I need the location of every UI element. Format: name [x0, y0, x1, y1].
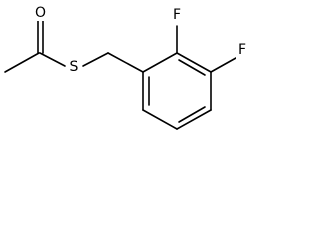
oxygen-label: O	[35, 5, 46, 21]
ring-bond-c1-c2	[142, 52, 178, 73]
bond-methylene-ring	[107, 52, 144, 73]
sulfur-label: S	[70, 59, 79, 75]
fluorine-top-label: F	[173, 7, 181, 23]
bond-sulfur-methylene	[82, 52, 109, 67]
ring-bond-c5-c6	[142, 109, 178, 130]
fluorine-right-label: F	[238, 42, 246, 58]
ring-double-c4-c5	[178, 106, 206, 123]
fluorine-top-atom: F	[171, 7, 183, 24]
ring-double-c2-c3	[178, 59, 206, 76]
oxygen-atom: O	[34, 5, 47, 21]
bond-carbonyl-sulfur	[39, 52, 66, 67]
molecule-structure: O S F F	[0, 0, 254, 134]
ring-bond-c4-c5	[176, 109, 212, 130]
fluorine-right-atom: F	[236, 42, 248, 59]
sulfur-atom: S	[67, 59, 81, 75]
ring-bond-c2-c3	[176, 52, 212, 73]
bond-methyl-carbonyl	[4, 52, 40, 73]
benzene-ring	[142, 52, 212, 130]
bond-ring-fluorine-right	[210, 57, 237, 73]
